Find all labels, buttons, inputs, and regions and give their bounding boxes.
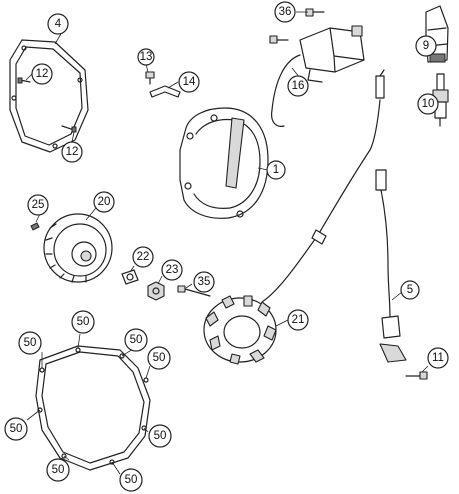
callout-10: 10 [417,93,439,115]
svg-text:13: 13 [140,51,153,63]
callout-35: 35 [193,271,215,293]
callout-16: 16 [287,75,309,97]
ignition-cover [179,107,269,219]
svg-text:1: 1 [273,164,279,176]
screw-11 [405,371,428,380]
svg-text:50: 50 [153,352,166,364]
screw-13 [145,71,155,85]
callout-12-lower: 12 [61,141,83,163]
flywheel-20 [43,213,113,283]
callout-50-g: 50 [46,458,70,482]
svg-text:11: 11 [432,352,444,364]
stator-21 [203,295,277,365]
callout-50-b: 50 [18,331,42,355]
callout-25: 25 [27,194,49,216]
stator-cable [261,69,385,303]
svg-text:50: 50 [154,430,167,442]
svg-text:35: 35 [198,276,211,288]
callout-11: 11 [427,347,449,369]
callout-20: 20 [93,191,115,213]
svg-text:50: 50 [77,316,90,328]
nut-23 [147,281,165,301]
callout-50-c: 50 [124,328,148,352]
cable-clip-14 [149,85,181,98]
svg-text:5: 5 [407,284,413,296]
svg-text:12: 12 [66,146,79,158]
callout-50-a: 50 [71,310,95,334]
svg-text:50: 50 [125,474,138,486]
svg-text:16: 16 [292,80,305,92]
callout-21: 21 [287,309,309,331]
svg-text:21: 21 [292,314,305,326]
screw-36 [305,8,325,17]
sensor-cable-5 [375,169,407,363]
svg-text:50: 50 [52,464,65,476]
svg-text:4: 4 [55,18,62,30]
generator-cover-gasket [35,345,151,471]
callout-36: 36 [274,1,296,23]
svg-text:22: 22 [137,251,150,263]
svg-text:9: 9 [423,40,429,52]
svg-text:20: 20 [98,196,111,208]
callout-9: 9 [415,35,437,57]
screw-12-upper [17,77,31,84]
callout-4: 4 [47,13,69,35]
washer-22 [121,269,139,285]
callout-50-h: 50 [119,468,143,492]
key-25 [30,222,40,231]
callout-23: 23 [161,259,183,281]
svg-text:12: 12 [36,68,49,80]
screw-36-lower [269,35,289,44]
screw-12-lower [61,125,77,133]
callout-50-f: 50 [148,424,172,448]
svg-text:50: 50 [10,423,23,435]
callout-12-upper: 12 [31,63,53,85]
screw-35 [177,285,211,297]
svg-text:25: 25 [32,199,45,211]
ignition-cover-gasket [9,39,89,153]
callout-5: 5 [400,280,420,300]
svg-text:14: 14 [183,76,196,88]
callout-13: 13 [137,48,155,66]
svg-text:50: 50 [130,334,143,346]
ignition-coil [271,25,365,127]
callout-50-e: 50 [4,417,28,441]
svg-text:36: 36 [279,6,292,18]
callout-14: 14 [178,71,200,93]
svg-text:10: 10 [422,98,435,110]
callout-22: 22 [132,246,154,268]
svg-text:23: 23 [166,264,179,276]
callout-50-d: 50 [147,346,171,370]
svg-text:50: 50 [24,337,37,349]
callout-1: 1 [266,160,286,180]
